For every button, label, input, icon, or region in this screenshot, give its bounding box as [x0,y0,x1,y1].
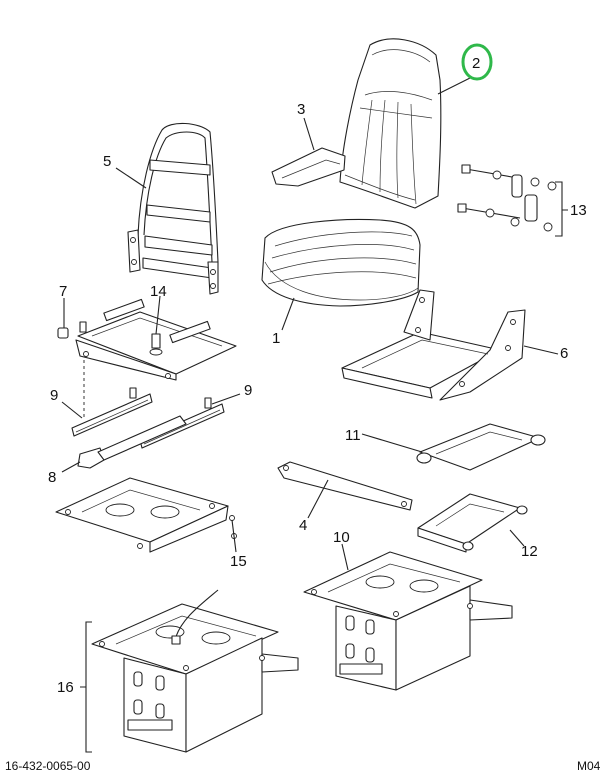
callout-1: 1 [272,330,280,347]
shock-absorber-kit[interactable] [457,164,557,232]
pedestal-base-right[interactable] [303,551,513,691]
slide-rail-left[interactable] [71,387,153,437]
pin-14[interactable] [149,333,163,356]
callout-3: 3 [297,101,305,118]
callout-10: 10 [333,529,350,546]
callout-12: 12 [521,543,538,560]
pedestal-base-left[interactable] [91,589,299,753]
back-frame[interactable] [127,122,219,295]
callout-6: 6 [560,345,568,362]
callout-2: 2 [472,55,480,72]
sheet-code: M04 [577,759,601,773]
highlight-ring [461,43,493,81]
callout-15: 15 [230,553,247,570]
release-handle[interactable] [77,415,187,469]
callout-11: 11 [345,427,361,444]
callout-8: 8 [48,469,56,486]
callout-5: 5 [103,153,111,170]
seat-back-cushion[interactable] [339,38,442,209]
cross-bar[interactable] [277,461,413,511]
handle-bracket[interactable] [416,423,546,471]
bolt-7[interactable] [57,321,87,339]
document-number: 16-432-0065-00 [5,759,91,773]
callout-14: 14 [150,283,167,300]
callout-bracket-13 [555,181,568,237]
leader-lines [61,77,559,571]
callout-4: 4 [299,517,307,534]
callout-16: 16 [57,679,74,696]
callout-9-right: 9 [244,382,252,399]
frame-bracket[interactable] [417,493,528,553]
mounting-bracket[interactable] [55,477,237,553]
callout-7: 7 [59,283,67,300]
callout-9-left: 9 [50,387,58,404]
seat-cushion[interactable] [261,218,421,307]
seat-frame[interactable] [341,289,526,401]
callout-bracket-16 [80,621,92,753]
armrest[interactable] [271,147,346,187]
callout-13: 13 [570,202,587,219]
